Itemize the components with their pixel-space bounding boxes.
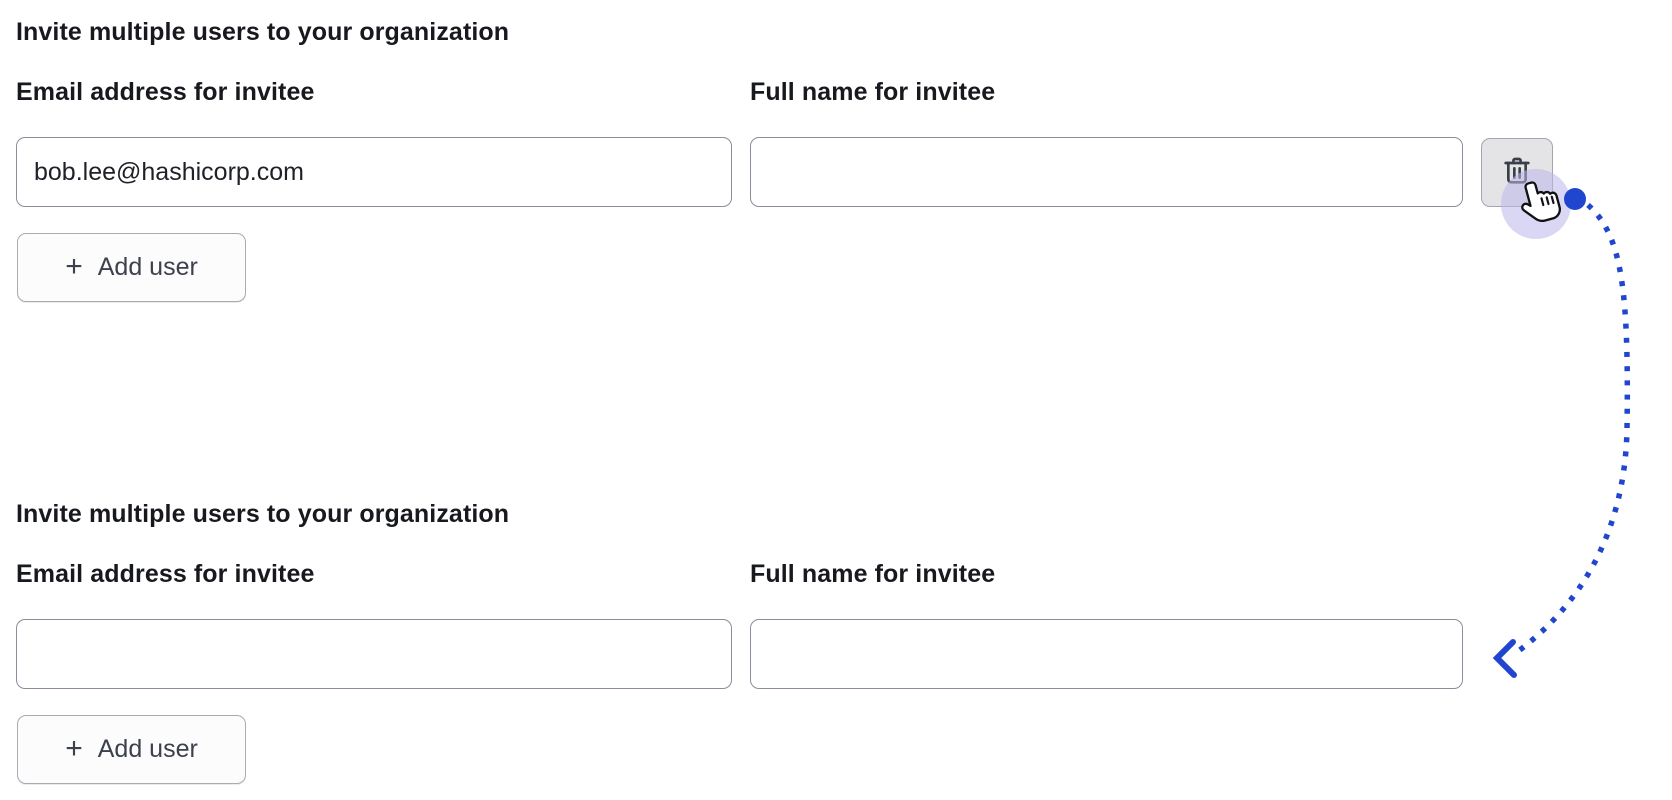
- form-heading: Invite multiple users to your organizati…: [16, 500, 510, 528]
- delete-row-button[interactable]: [1481, 138, 1553, 207]
- plus-icon: +: [65, 249, 83, 283]
- full-name-input[interactable]: [750, 619, 1463, 689]
- email-label: Email address for invitee: [16, 560, 315, 588]
- trash-icon: [1501, 157, 1533, 187]
- email-input[interactable]: [16, 137, 732, 207]
- email-label: Email address for invitee: [16, 78, 315, 106]
- email-input[interactable]: [16, 619, 732, 689]
- invite-form-before: Invite multiple users to your organizati…: [0, 0, 1672, 320]
- full-name-label: Full name for invitee: [750, 560, 996, 588]
- add-user-button[interactable]: + Add user: [17, 233, 246, 302]
- invite-form-after: Invite multiple users to your organizati…: [0, 482, 1672, 800]
- plus-icon: +: [65, 731, 83, 765]
- add-user-button[interactable]: + Add user: [17, 715, 246, 784]
- full-name-input[interactable]: [750, 137, 1463, 207]
- add-user-label: Add user: [97, 253, 198, 281]
- add-user-label: Add user: [97, 735, 198, 763]
- form-heading: Invite multiple users to your organizati…: [16, 18, 510, 46]
- full-name-label: Full name for invitee: [750, 78, 996, 106]
